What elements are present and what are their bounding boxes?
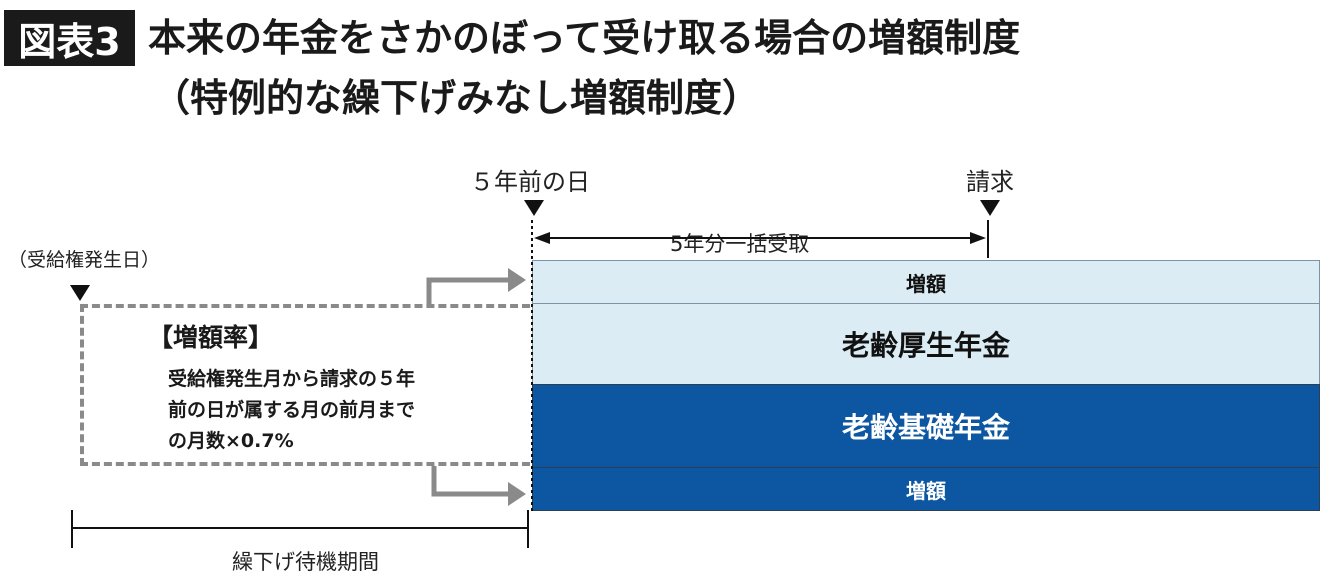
lower-elbow-arrow-head [508, 482, 526, 506]
label-claim: 請求 [966, 168, 1014, 196]
upper-elbow-arrow-head [508, 268, 526, 292]
label-waiting-period: 繰下げ待機期間 [232, 550, 379, 574]
rate-line-3: の月数×0.7% [168, 430, 294, 452]
label-five-years-before: ５年前の日 [470, 168, 590, 196]
bar-increase-top: 増額 [532, 260, 1320, 304]
marker-five-years-before [524, 200, 544, 216]
rate-description: 受給権発生月から請求の５年 前の日が属する月の前月まで の月数×0.7% [168, 364, 513, 457]
title-line-2: （特例的な繰下げみなし増額制度） [152, 76, 761, 120]
rate-heading: 【増額率】 [148, 323, 274, 352]
title-line-1: 本来の年金をさかのぼって受け取る場合の増額制度 [148, 16, 1021, 60]
marker-entitlement-date [70, 285, 90, 301]
rate-line-2: 前の日が属する月の前月まで [168, 399, 416, 421]
lower-elbow-arrow [431, 466, 510, 497]
bar-basic-pension: 老齢基礎年金 [532, 384, 1320, 468]
label-lump-sum: 5年分一括受取 [664, 228, 816, 258]
bar-employees-pension: 老齢厚生年金 [532, 303, 1320, 385]
rate-line-1: 受給権発生月から請求の５年 [168, 368, 416, 390]
label-entitlement-date: （受給権発生日） [8, 249, 161, 271]
upper-elbow-arrow [426, 277, 510, 304]
lump-sum-arrow-right-head [970, 232, 986, 244]
figure-badge: 図表3 [4, 10, 135, 66]
lump-sum-arrow-left-head [534, 232, 550, 244]
bar-increase-bottom: 増額 [532, 467, 1320, 511]
marker-claim [980, 200, 1000, 216]
rate-dashed-box [80, 304, 530, 466]
